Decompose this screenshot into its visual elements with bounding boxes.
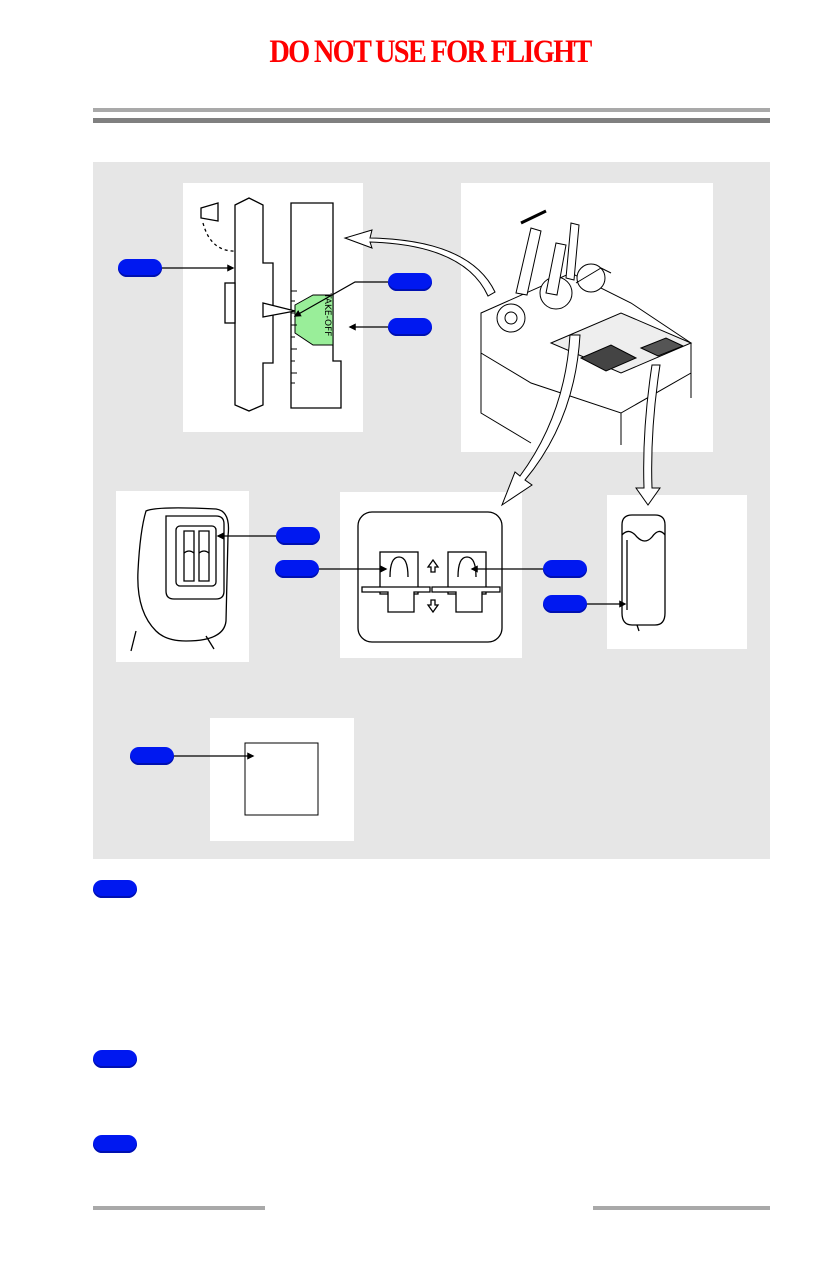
curved-arrow-to-knob — [635, 364, 661, 506]
thrust-lever-handle-panel — [116, 491, 249, 662]
curved-arrow-to-scale — [343, 229, 496, 297]
legend-bullet-badge — [93, 1050, 137, 1068]
thrust-lever-handle-drawing — [130, 507, 230, 652]
footer-rule-left — [93, 1206, 265, 1210]
legend-bullet-badge — [93, 1135, 137, 1153]
do-not-use-warning: DO NOT USE FOR FLIGHT — [269, 34, 592, 70]
callout-badge — [388, 273, 432, 291]
switch-detail-panel — [340, 492, 522, 658]
legend-bullet-badge — [93, 880, 137, 898]
throttle-quadrant-panel — [461, 183, 713, 452]
lever-knob-drawing — [621, 514, 666, 632]
callout-badge — [118, 259, 162, 277]
takeoff-band — [294, 294, 334, 346]
callout-badge — [276, 527, 320, 545]
lever-knob-panel — [607, 495, 747, 649]
thrust-lever-scale-drawing: TAKE-OFF — [200, 197, 342, 412]
switch-detail-drawing — [357, 511, 503, 643]
callout-badge — [543, 595, 587, 613]
header-rule-bottom — [93, 118, 770, 123]
takeoff-label: TAKE-OFF — [322, 292, 332, 336]
footer-rule-right — [593, 1206, 770, 1210]
callout-badge — [388, 318, 432, 336]
callout-badge — [275, 560, 319, 578]
callout-badge — [543, 560, 587, 578]
thrust-lever-scale-panel: TAKE-OFF — [183, 183, 363, 432]
curved-arrow-to-switch — [500, 334, 581, 507]
blank-detail-drawing — [244, 742, 319, 816]
blank-detail-panel — [210, 718, 354, 841]
callout-badge — [130, 747, 174, 765]
header-rule-top — [93, 108, 770, 112]
throttle-quadrant-drawing — [480, 209, 693, 445]
